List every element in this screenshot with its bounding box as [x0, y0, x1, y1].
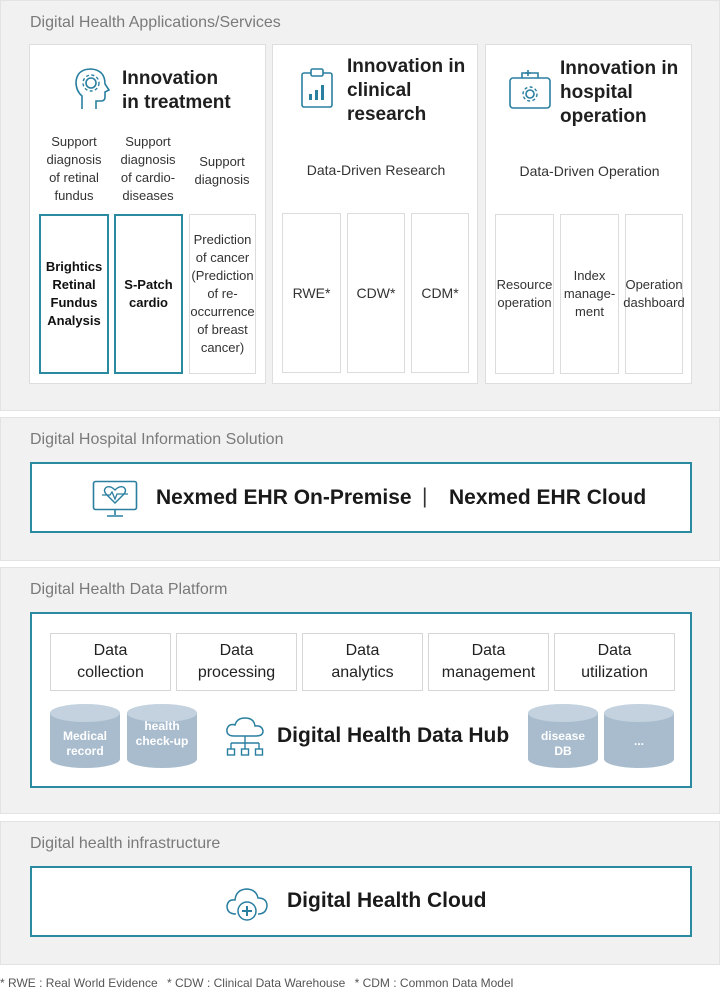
cloud-network-icon [226, 717, 264, 756]
health-checkup-db: health check-up [127, 703, 197, 769]
cdm-box: CDM* [411, 213, 469, 373]
treatment-sub-retinal: Support diagnosis of retinal fundus [46, 134, 102, 203]
footnote-cdm: * CDM : Common Data Model [354, 976, 514, 990]
treatment-title: Innovation in treatment [122, 68, 231, 113]
data-hub-label: Digital Health Data Hub [277, 724, 510, 747]
index-management-box: Index manage- ment [560, 214, 619, 374]
treatment-card: Innovation in treatment Support diagnosi… [29, 44, 266, 384]
more-db: ... [604, 703, 674, 769]
infra-section: Digital health infrastructure Digital He… [0, 821, 720, 965]
cdw-box: CDW* [347, 213, 405, 373]
health-checkup-label: health check-up [135, 719, 189, 748]
monitor-heartbeat-icon [92, 480, 138, 517]
operation-title: Innovation in hospital operation [560, 58, 679, 127]
ehr-on-premise-label: Nexmed EHR On-Premise [156, 486, 412, 509]
clipboard-chart-icon [301, 68, 333, 108]
medical-record-label: Medical record [62, 729, 107, 758]
disease-db: disease DB [528, 703, 598, 769]
database-icon [50, 704, 120, 768]
operation-card: Innovation in hospital operation Data-Dr… [485, 44, 692, 384]
his-section: Digital Hospital Information Solution Ne… [0, 417, 720, 561]
cancer-prediction-box: Prediction of cancer (Prediction of re- … [189, 214, 256, 374]
infra-frame: Digital Health Cloud [30, 866, 692, 937]
research-title: Innovation in clinical research [347, 56, 466, 125]
operation-subtitle: Data-Driven Operation [519, 163, 660, 179]
health-cloud-label: Digital Health Cloud [287, 889, 487, 912]
rwe-box: RWE* [282, 213, 341, 373]
data-management-box: Data management [428, 633, 549, 691]
spatch-cardio-box: S-Patch cardio [114, 214, 183, 374]
platform-section: Digital Health Data Platform Data collec… [0, 567, 720, 814]
data-processing-box: Data processing [176, 633, 297, 691]
medical-kit-gear-icon [509, 70, 551, 109]
ehr-cloud-label: Nexmed EHR Cloud [449, 486, 647, 509]
database-icon [127, 704, 197, 768]
operation-dashboard-box: Operation dashboard [623, 214, 685, 374]
data-analytics-box: Data analytics [302, 633, 423, 691]
apps-section-title: Digital Health Applications/Services [30, 14, 281, 31]
his-frame: Nexmed EHR On-Premise | Nexmed EHR Cloud [30, 462, 692, 533]
retinal-fundus-box: Brightics Retinal Fundus Analysis [39, 214, 109, 374]
database-icon [604, 704, 674, 768]
footnote-cdw: * CDW : Clinical Data Warehouse [166, 976, 346, 990]
apps-section: Digital Health Applications/Services Inn… [0, 0, 720, 411]
resource-operation-box: Resource operation [495, 214, 554, 374]
his-separator: | [422, 485, 428, 508]
treatment-sub-general: Support diagnosis [194, 154, 250, 187]
research-card: Innovation in clinical research Data-Dri… [272, 44, 478, 384]
database-icon [528, 704, 598, 768]
data-collection-box: Data collection [50, 633, 171, 691]
infra-section-title: Digital health infrastructure [30, 835, 221, 852]
data-utilization-box: Data utilization [554, 633, 675, 691]
platform-section-title: Digital Health Data Platform [30, 581, 228, 598]
disease-db-label: disease DB [540, 729, 586, 758]
head-gear-icon [75, 68, 111, 109]
treatment-sub-cardio: Support diagnosis of cardio- diseases [120, 134, 176, 203]
medical-record-db: Medical record [50, 703, 120, 769]
footnotes: * RWE : Real World Evidence * CDW : Clin… [0, 976, 519, 990]
platform-frame: Data collection Data processing Data ana… [30, 612, 692, 788]
footnote-rwe: * RWE : Real World Evidence [0, 976, 158, 990]
his-section-title: Digital Hospital Information Solution [30, 431, 284, 448]
more-db-label: ... [633, 734, 644, 748]
research-subtitle: Data-Driven Research [306, 162, 446, 178]
cloud-medical-icon [226, 888, 268, 921]
